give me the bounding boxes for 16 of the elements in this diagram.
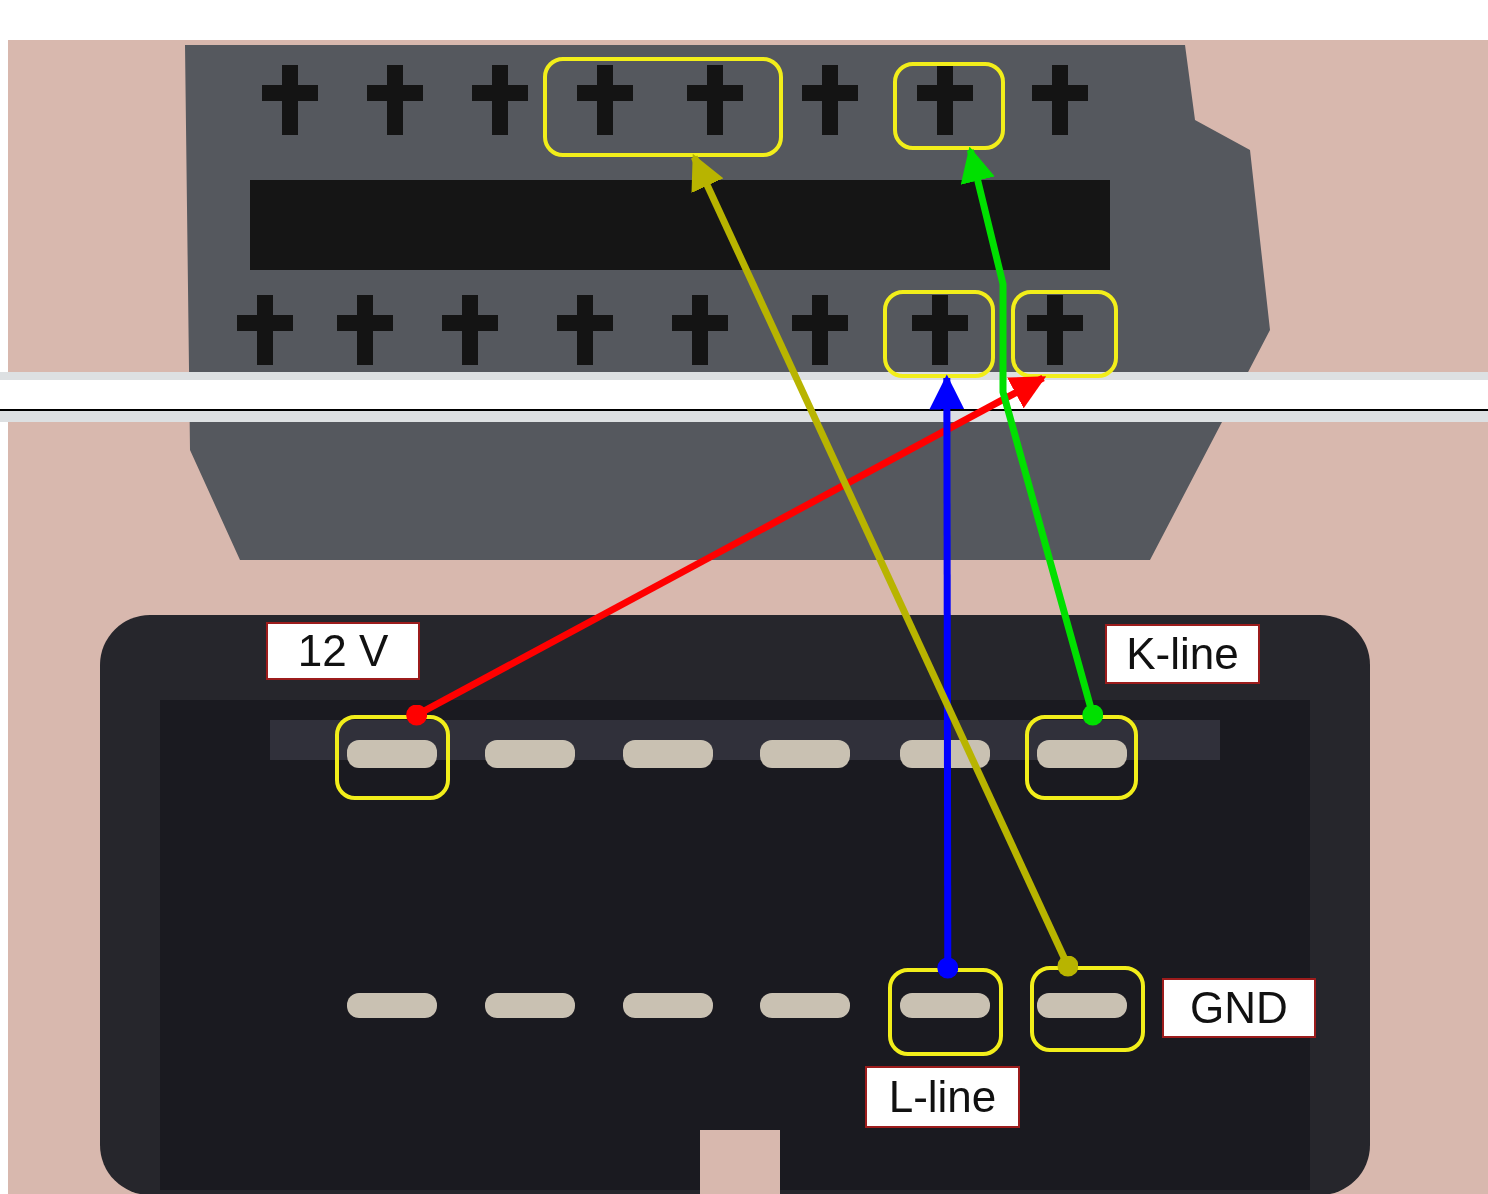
pin-highlight-frame [1030,966,1145,1052]
arrow [960,146,1104,726]
pin-highlight-frame [893,62,1005,150]
pin-label: 12 V [266,622,420,680]
arrow [929,374,965,979]
pin-highlight-frame [1025,715,1138,800]
pin-label: K-line [1105,624,1260,684]
arrow [406,374,1047,726]
pin-highlight-frame [888,968,1003,1056]
pin-highlight-frame [1011,290,1118,378]
pin-highlight-frame [543,57,783,157]
pin-highlight-frame [883,290,995,378]
pin-highlight-frame [335,715,450,800]
pin-label: L-line [865,1066,1020,1128]
arrow [691,153,1079,977]
pin-label: GND [1162,978,1316,1038]
